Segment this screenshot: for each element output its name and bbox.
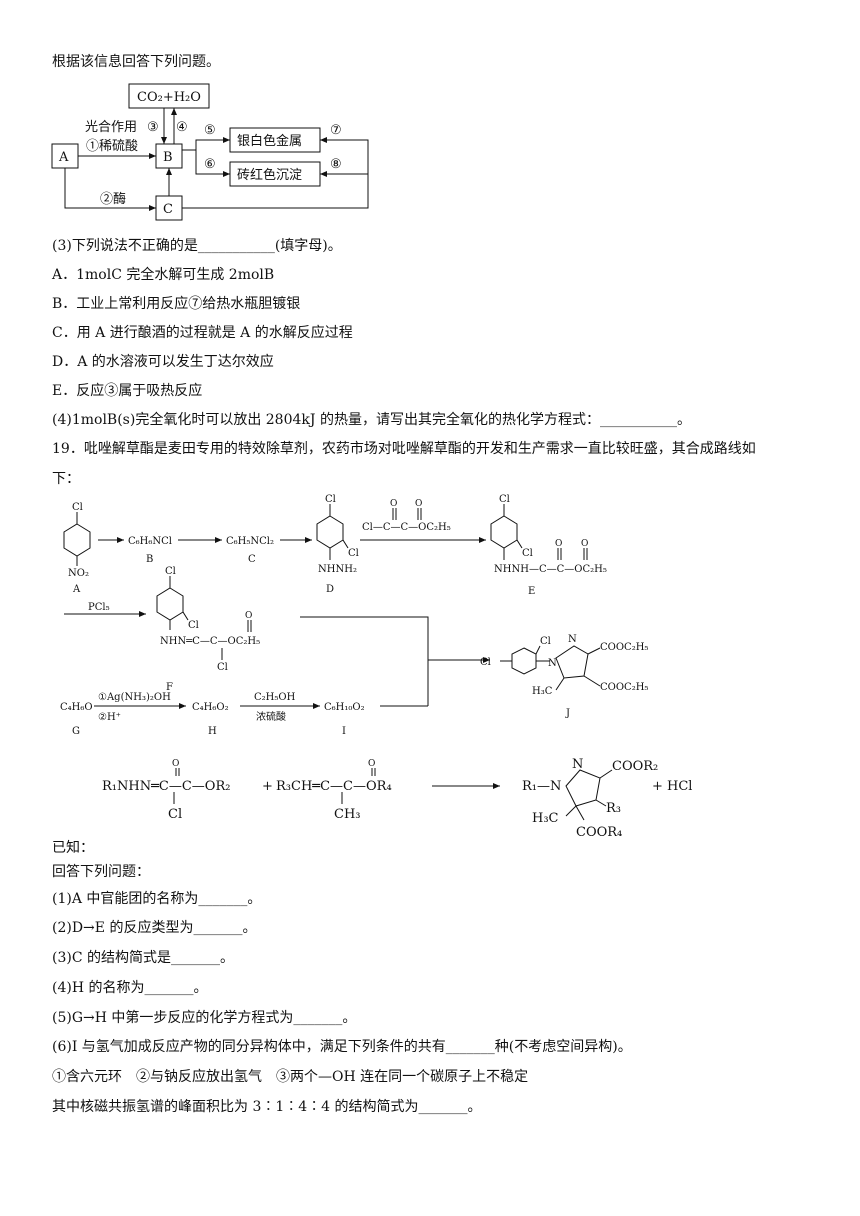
known-r3: R₃ [606,801,621,816]
cond-conc-h2so4: 浓硫酸 [256,710,286,723]
j-n2: N [568,634,577,645]
known-prod-n: N [572,757,583,772]
label-silver-metal: 银白色金属 [237,133,302,149]
label-c: C [248,554,256,565]
known-o2: O [368,759,375,769]
question-1: (1)A 中官能团的名称为_______。 [52,891,262,907]
e-cl-side: Cl [522,548,533,559]
known-ch3: CH₃ [334,807,361,822]
cond-ethanol: C₂H₅OH [254,692,296,703]
known-cl: Cl [168,807,182,822]
cond-acid: ②H⁺ [98,712,121,723]
known-h3c: H₃C [532,811,559,826]
question-3: (3)C 的结构简式是_______。 [52,950,234,966]
label-f: F [166,682,173,693]
intro-text: 根据该信息回答下列问题。 [52,54,220,70]
known-reactant-2: R₃CH═C—C—OR₄ [276,779,392,794]
label-j: J [565,708,570,719]
label-n3: ③ [147,120,159,135]
label-co2-h2o: CO₂+H₂O [137,90,201,105]
f-o: O [245,611,252,621]
h-formula: C₄H₆O₂ [192,702,229,713]
question-4: (4)H 的名称为_______。 [52,980,208,996]
known-prod-r1: R₁—N [522,779,561,794]
label-c: C [163,202,173,217]
known-coor2: COOR₂ [612,759,658,774]
cond-tollens: ①Ag(NH₃)₂OH [98,692,171,703]
q3-option-c: C．用 A 进行酿酒的过程就是 A 的水解反应过程 [52,325,353,341]
question-6-conditions: ①含六元环 ②与钠反应放出氢气 ③两个—OH 连在同一个碳原子上不稳定 [52,1069,529,1085]
j-n1: N [548,658,557,669]
d-nhnh2: NHNH₂ [318,564,357,575]
known-hcl: + HCl [652,779,692,794]
label-h: H [208,726,217,737]
q19-line1: 19．吡唑解草酯是麦田专用的特效除草剂，农药市场对吡唑解草酯的开发和生产需求一直… [52,441,756,457]
e-chain: NHNH—C—C—OC₂H₅ [494,564,607,575]
f-chain: NHN═C—C—OC₂H₅ [160,636,260,647]
c-formula: C₆H₅NCl₂ [226,536,274,547]
e-o1: O [555,539,562,549]
j-cl-top: Cl [540,636,551,647]
f-cl-top: Cl [165,566,176,577]
j-cl-left: Cl [480,657,491,668]
known-reactant-1: R₁NHN═C—C—OR₂ [102,779,230,794]
q3-option-e: E．反应③属于吸热反应 [52,383,203,399]
q19-line2: 下： [52,471,80,487]
label-n6: ⑥ [204,157,216,172]
f-cl-bottom: Cl [217,662,228,673]
a-no2: NO₂ [68,568,89,579]
g-formula: C₄H₆O [60,702,93,713]
d-cl-side: Cl [348,548,359,559]
box-co2-h2o [128,83,210,109]
answer-prompt: 回答下列问题： [52,864,150,880]
q3-stem: (3)下列说法不正确的是___________(填字母)。 [52,238,342,254]
j-h3c: H₃C [532,686,553,697]
label-photosynthesis: 光合作用 [85,120,137,135]
a-cl: Cl [72,502,83,513]
oxalyl-o2: O [415,499,422,509]
label-d: D [326,584,334,595]
label-brick-precipitate: 砖红色沉淀 [237,167,302,183]
b-formula: C₆H₆NCl [128,536,172,547]
label-e: E [528,586,535,597]
q4-text: (4)1molB(s)完全氧化时可以放出 2804kJ 的热量，请写出其完全氧化… [52,412,691,428]
label-n7: ⑦ [330,123,342,138]
e-o2: O [581,539,588,549]
label-a: A [58,150,69,165]
label-enzyme: ②酶 [100,191,126,207]
oxalyl-o1: O [390,499,397,509]
q3-option-b: B．工业上常利用反应⑦给热水瓶胆镀银 [52,296,301,312]
pcl5-reagent: PCl₅ [88,602,110,613]
label-i: I [342,726,346,737]
j-cooet-bottom: COOC₂H₅ [600,682,648,693]
label-b: B [146,554,153,565]
label-a: A [72,584,81,595]
label-n5: ⑤ [204,123,216,138]
d-cl-top: Cl [325,494,336,505]
q3-option-a: A．1molC 完全水解可生成 2molB [52,267,275,283]
known-o1: O [172,759,179,769]
e-cl-top: Cl [499,494,510,505]
label-g: G [72,726,80,737]
label-n4: ④ [176,120,188,135]
question-2: (2)D→E 的反应类型为_______。 [52,920,257,936]
known-plus: + [262,779,273,794]
known-coor4: COOR₄ [576,825,622,840]
question-6: (6)I 与氢气加成反应产物的同分异构体中，满足下列条件的共有_______种(… [52,1039,632,1055]
j-cooet-top: COOC₂H₅ [600,642,648,653]
label-b: B [163,150,173,165]
question-5: (5)G→H 中第一步反应的化学方程式为_______。 [52,1010,357,1026]
oxalyl-reagent: Cl—C—C—OC₂H₅ [362,522,451,533]
i-formula: C₆H₁₀O₂ [324,702,365,713]
label-dilute-acid: ①稀硫酸 [86,139,138,154]
question-6-nmr: 其中核磁共振氢谱的峰面积比为 3∶1∶4∶4 的结构简式为_______。 [52,1099,482,1115]
f-cl-side: Cl [188,620,199,631]
q3-option-d: D．A 的水溶液可以发生丁达尔效应 [52,354,274,370]
label-n8: ⑧ [330,157,342,172]
known-label: 已知： [52,840,94,856]
